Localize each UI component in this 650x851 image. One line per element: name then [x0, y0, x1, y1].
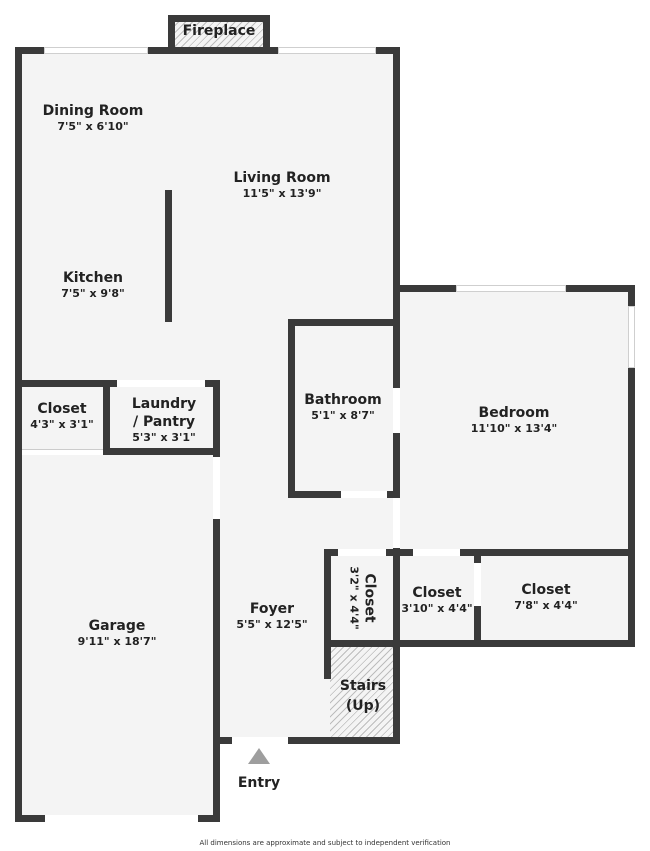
- room-name: Garage: [88, 618, 146, 634]
- wall: [213, 380, 220, 822]
- window-bedroom-top: [456, 285, 566, 292]
- door-garage-foyer: [213, 457, 220, 519]
- wall: [393, 549, 635, 556]
- disclaimer: All dimensions are approximate and subje…: [199, 839, 451, 847]
- wall: [15, 47, 22, 822]
- room-dims: 7'8" x 4'4": [514, 599, 578, 612]
- room-name: Kitchen: [62, 270, 124, 286]
- room-name-line1: Laundry: [131, 396, 197, 412]
- wall: [628, 285, 635, 647]
- window-bedroom-side: [628, 306, 635, 368]
- room-bathroom: Bathroom 5'1" x 8'7": [304, 392, 382, 423]
- room-name: Dining Room: [42, 103, 144, 119]
- door-laundry: [117, 380, 205, 387]
- room-laundry: Laundry / Pantry 5'3" x 3'1": [132, 395, 196, 445]
- room-dims: 4'3" x 3'1": [30, 418, 94, 431]
- room-dims: 3'10" x 4'4": [401, 602, 473, 615]
- fireplace-label: Fireplace: [183, 23, 256, 40]
- window-living: [278, 47, 376, 54]
- stairs-name-line2: (Up): [345, 698, 381, 714]
- wall: [324, 549, 331, 679]
- window-dining: [44, 47, 148, 54]
- wall: [103, 380, 110, 455]
- floor-garage: [20, 452, 216, 816]
- entry-label: Entry: [238, 775, 280, 792]
- room-closet-2: Closet 3'2" x 4'4": [347, 566, 378, 630]
- room-foyer: Foyer 5'5" x 12'5": [236, 601, 307, 632]
- door-bathroom: [393, 388, 400, 433]
- wall: [168, 15, 175, 53]
- wall: [263, 15, 270, 53]
- door-closet-left: [22, 449, 103, 455]
- room-dining: Dining Room 7'5" x 6'10": [43, 103, 144, 134]
- entry-text: Entry: [237, 775, 281, 791]
- wall: [168, 15, 270, 22]
- room-living: Living Room 11'5" x 13'9": [233, 170, 330, 201]
- door-closet-3: [413, 549, 460, 556]
- door-closet-2: [338, 549, 386, 556]
- door-bedroom: [393, 498, 400, 548]
- room-bedroom: Bedroom 11'10" x 13'4": [471, 405, 558, 436]
- kitchen-partition: [165, 190, 172, 322]
- door-closet-4: [474, 563, 481, 606]
- floor-bedroom: [398, 290, 630, 552]
- floor-main: [20, 52, 395, 382]
- room-name: Closet: [412, 585, 462, 601]
- room-dims: 11'5" x 13'9": [242, 187, 322, 200]
- stairs-label: Stairs (Up): [340, 676, 386, 716]
- room-kitchen: Kitchen 7'5" x 9'8": [61, 270, 125, 301]
- room-name: Bathroom: [304, 392, 382, 408]
- room-name-line2: / Pantry: [132, 414, 196, 430]
- room-dims: 9'11" x 18'7": [77, 635, 157, 648]
- door-bathroom-bottom: [341, 491, 387, 498]
- room-dims: 7'5" x 9'8": [61, 287, 125, 300]
- room-name: Living Room: [233, 170, 331, 186]
- wall: [288, 319, 400, 326]
- room-dims: 5'5" x 12'5": [236, 618, 308, 631]
- stairs-hatch: [330, 647, 394, 737]
- room-name: Closet: [37, 401, 87, 417]
- fireplace-hatch: [174, 20, 266, 48]
- room-name: Closet: [361, 573, 378, 623]
- entry-door: [232, 737, 288, 744]
- floor-laundry: [108, 384, 216, 450]
- room-closet-4: Closet 7'8" x 4'4": [514, 582, 578, 613]
- room-name: Foyer: [249, 601, 295, 617]
- room-closet-3: Closet 3'10" x 4'4": [401, 585, 472, 616]
- room-dims: 3'2" x 4'4": [347, 566, 361, 630]
- room-name: Bedroom: [478, 405, 550, 421]
- floor-closet-left: [20, 384, 106, 450]
- room-dims: 5'1" x 8'7": [311, 409, 375, 422]
- room-name: Closet: [521, 582, 571, 598]
- garage-door: [45, 815, 198, 822]
- room-dims: 5'3" x 3'1": [132, 431, 196, 444]
- wall: [213, 737, 400, 744]
- room-garage: Garage 9'11" x 18'7": [78, 618, 157, 649]
- wall: [15, 47, 400, 54]
- entry-arrow-icon: [248, 748, 270, 764]
- room-closet-left: Closet 4'3" x 3'1": [30, 401, 94, 432]
- fireplace-name: Fireplace: [182, 23, 256, 39]
- room-dims: 7'5" x 6'10": [57, 120, 129, 133]
- stairs-name-line1: Stairs: [339, 678, 387, 694]
- wall: [288, 319, 295, 498]
- wall: [324, 640, 635, 647]
- room-dims: 11'10" x 13'4": [470, 422, 558, 435]
- wall: [103, 448, 220, 455]
